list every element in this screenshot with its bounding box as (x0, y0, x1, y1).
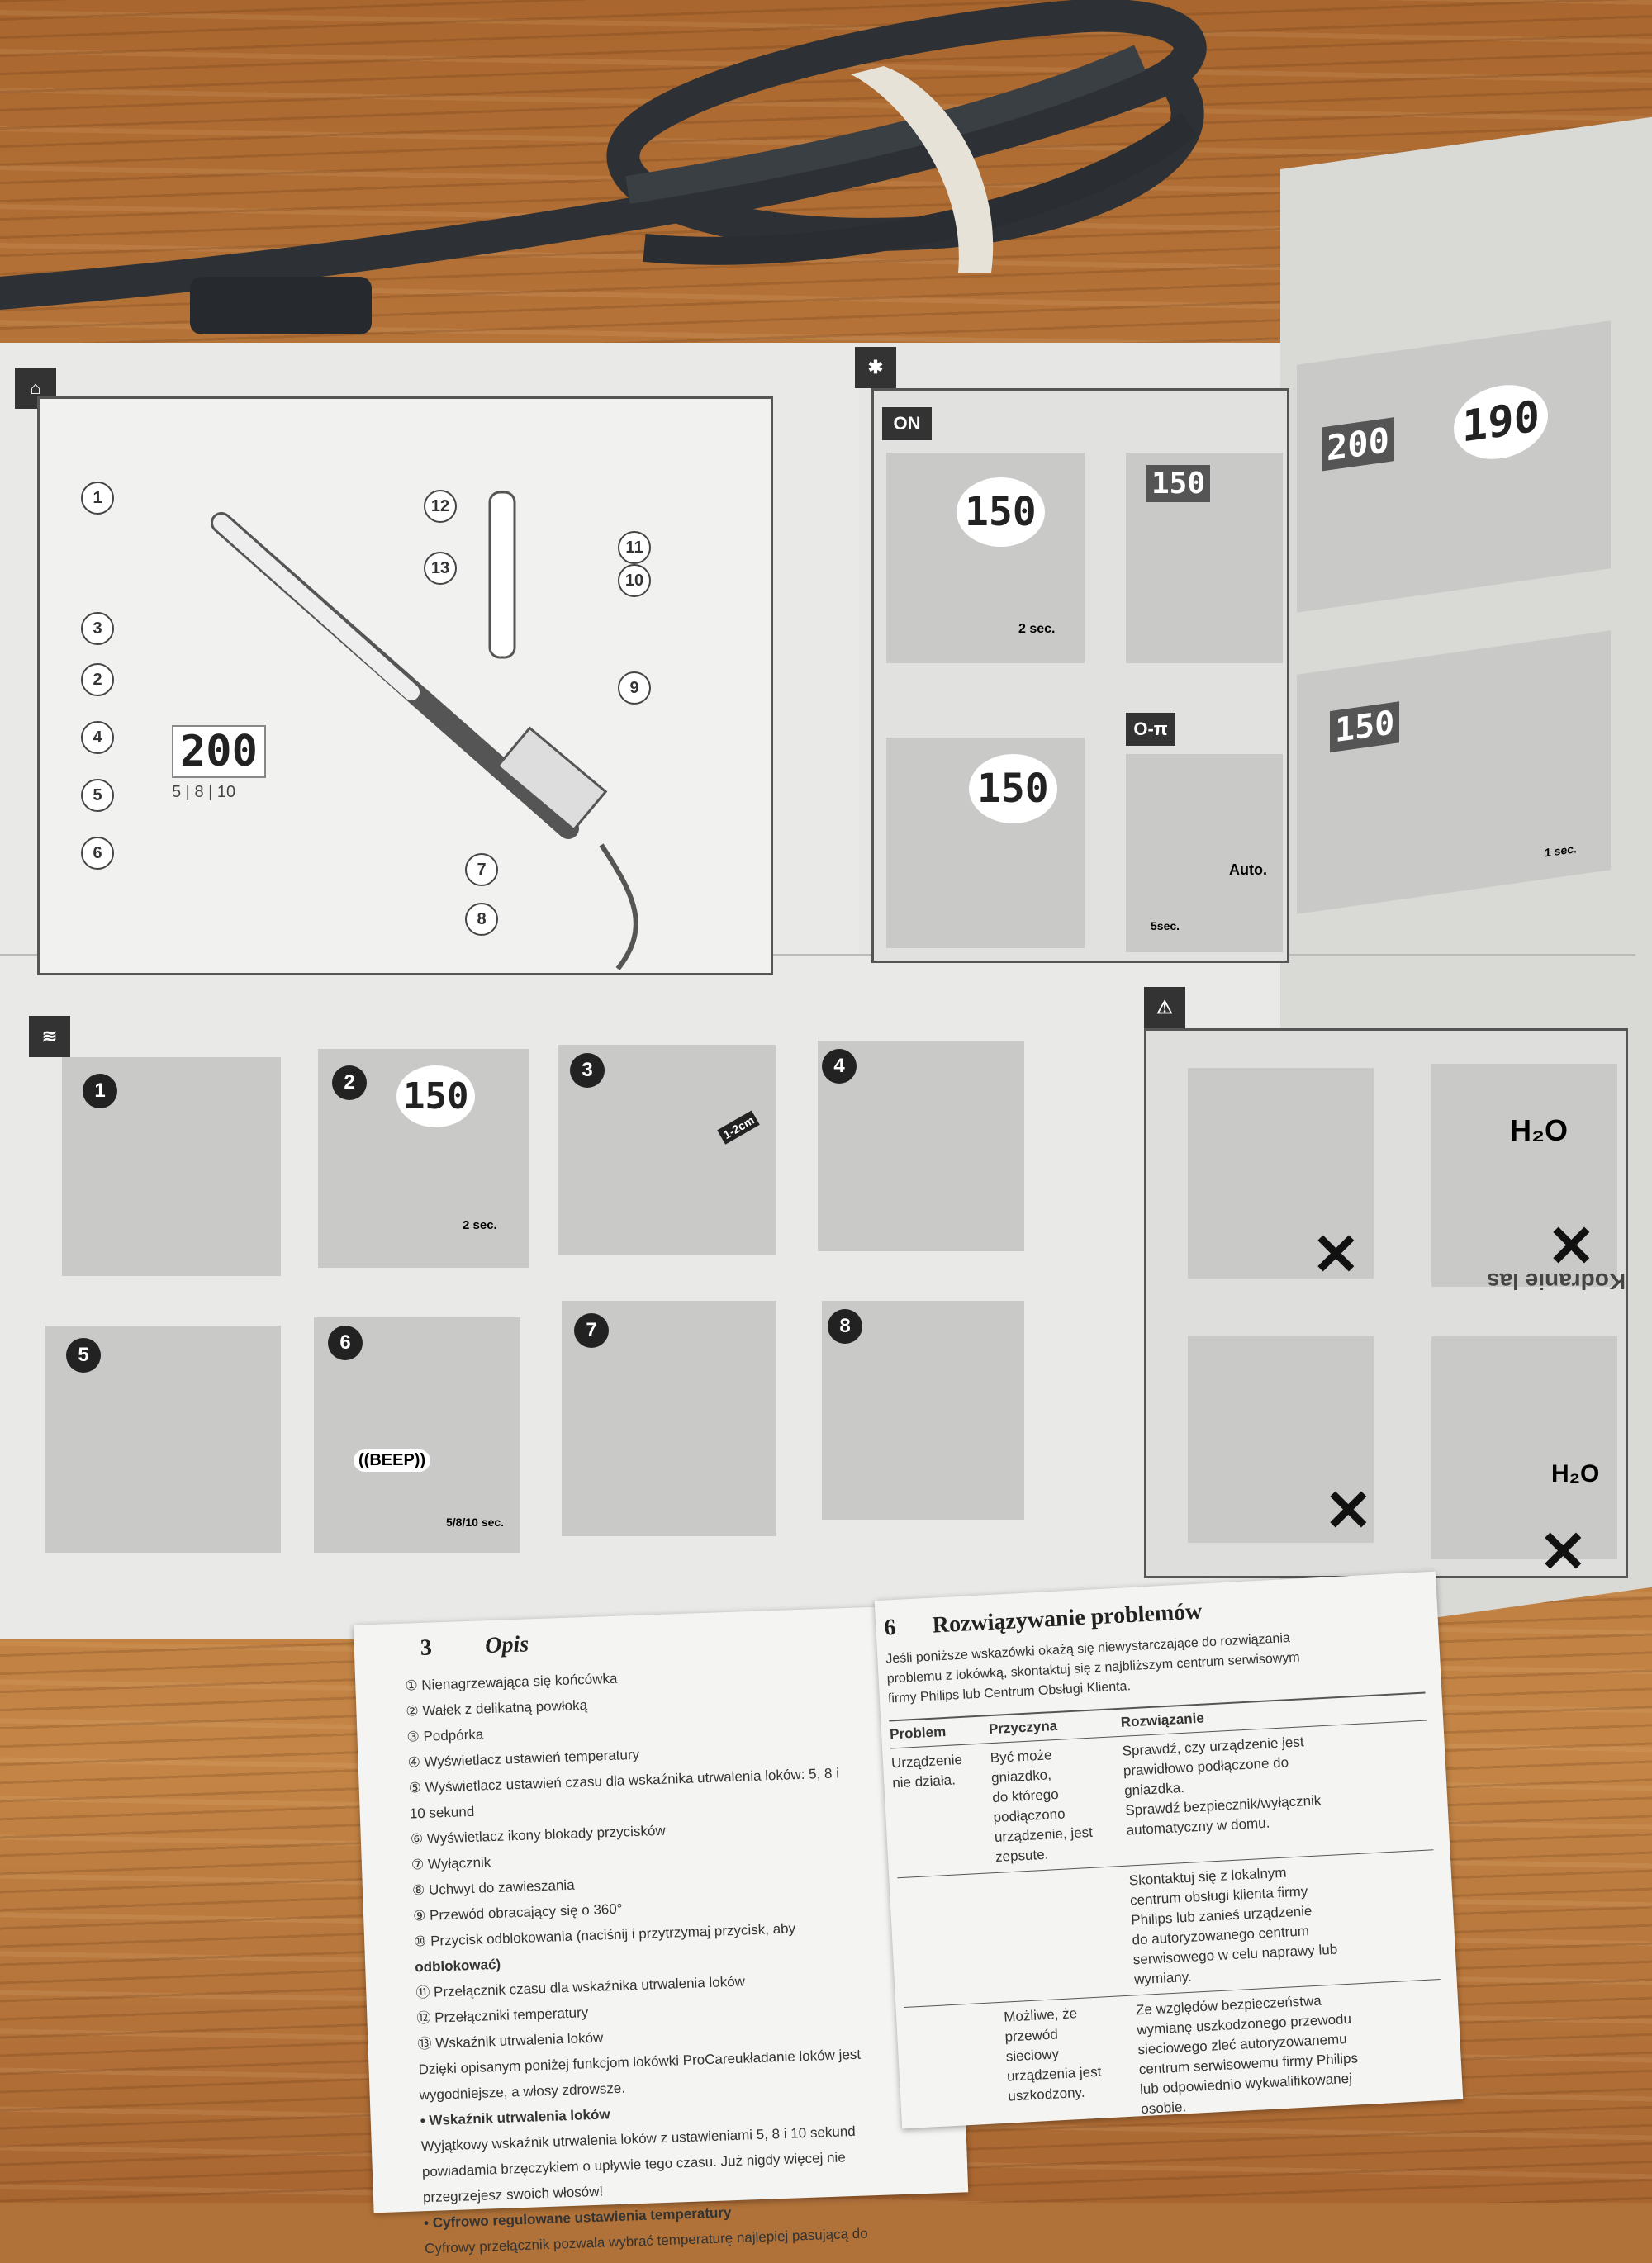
instruction-leaflet: ⌂ 1 2 3 4 5 6 7 8 9 10 11 12 13 200 5 | … (0, 116, 1652, 1640)
step2-timer: 2 sec. (463, 1218, 497, 1232)
problem-line: nie działa. (891, 1772, 957, 1791)
curl-step-4-num: 4 (822, 1049, 857, 1084)
problems-intro: Jeśli poniższe wskazówki okażą się niewy… (885, 1628, 1302, 1709)
curl-step-5-num: 5 (66, 1338, 101, 1373)
operation-icon: ✱ (855, 347, 896, 388)
callout-3: 3 (81, 612, 114, 645)
power-cord (0, 0, 1207, 334)
curl-step-7-num: 7 (574, 1313, 609, 1348)
header-problem: Problem (889, 1723, 947, 1743)
callout-2: 2 (81, 663, 114, 696)
display-150-temp: 150 (969, 754, 1057, 823)
problems-insert: 6 Rozwiązywanie problemów Jeśli poniższe… (874, 1571, 1464, 2137)
curling-panel: 1 2 150 2 sec. 3 1-2cm 4 5 6 ((BEEP)) 5/… (33, 1037, 1049, 1681)
cord-plug (190, 277, 372, 334)
step-down-image: 200 190 (1297, 320, 1611, 613)
step-lock-image (1126, 754, 1283, 952)
h2o-label-2: H₂O (1551, 1460, 1600, 1487)
opis-insert: 3 Opis ① Nienagrzewająca się końcówka ② … (353, 1604, 969, 2256)
warning-water-image (1431, 1064, 1617, 1287)
x-mark-water: ✕ (1547, 1214, 1596, 1279)
curler-diagram (211, 491, 638, 970)
timer-1sec: 1 sec. (1545, 842, 1577, 860)
opis-section-num: 3 (420, 1634, 433, 1661)
step6-beep: ((BEEP)) (354, 1449, 431, 1472)
x-mark-heat: ✕ (1312, 1222, 1360, 1287)
warning-heat-image (1188, 1068, 1374, 1279)
x-mark-wrap: ✕ (1324, 1478, 1373, 1543)
callout-7: 7 (465, 853, 498, 886)
problems-section-num: 6 (883, 1614, 897, 1641)
auto-label: Auto. (1229, 861, 1267, 878)
curl-step-1-num: 1 (83, 1074, 117, 1108)
fold-line (0, 954, 1635, 956)
callout-12: 12 (424, 490, 457, 523)
display-150-on: 150 (957, 477, 1045, 547)
on-label: ON (882, 407, 932, 440)
operation-panel: ON 150 2 sec. 150 150 O-π Auto. 5sec. (871, 388, 1289, 963)
callout-9: 9 (618, 671, 651, 705)
display-200-down: 200 (1322, 417, 1394, 472)
h2o-label: H₂O (1510, 1113, 1568, 1147)
callout-4: 4 (81, 721, 114, 754)
problems-title: Rozwiązywanie problemów (932, 1598, 1203, 1639)
callout-1: 1 (81, 482, 114, 515)
lock-icon: O-π (1126, 713, 1175, 746)
step2-display: 150 (396, 1065, 476, 1127)
warning-icon: ⚠ (1144, 987, 1185, 1028)
callout-10: 10 (618, 564, 651, 597)
curling-icon: ≋ (29, 1016, 70, 1057)
timer-5sec: 5sec. (1151, 919, 1180, 932)
opis-list: ① Nienagrzewająca się końcówka ② Wałek z… (405, 1658, 868, 2261)
mirrored-heading: Kodranie las (1487, 1269, 1626, 1294)
display-190: 190 (1454, 378, 1548, 465)
cord-tie (851, 66, 994, 273)
curl-step-6-num: 6 (328, 1326, 363, 1360)
curl-step-2-num: 2 (332, 1065, 367, 1100)
overview-panel: 1 2 3 4 5 6 7 8 9 10 11 12 13 200 5 | 8 … (37, 396, 773, 975)
problems-table: Problem Przyczyna Rozwiązanie Urządzenie… (889, 1691, 1447, 2137)
header-cause: Przyczyna (988, 1717, 1058, 1738)
warnings-panel: ✕ H₂O ✕ ✕ H₂O ✕ (1144, 1028, 1628, 1584)
callout-13: 13 (424, 552, 457, 585)
display-150-unlock: 150 (1330, 701, 1400, 753)
curl-step-8-num: 8 (828, 1309, 862, 1344)
step6-timer: 5/8/10 sec. (446, 1516, 505, 1529)
callout-11: 11 (618, 531, 651, 564)
callout-8: 8 (465, 903, 498, 936)
display-150-up: 150 (1146, 465, 1211, 502)
temperature-display: 200 (172, 725, 266, 778)
step-unlock-image: 150 1 sec. (1297, 630, 1611, 914)
timer-2sec: 2 sec. (1018, 622, 1056, 636)
x-mark-wet-hair: ✕ (1539, 1520, 1588, 1584)
callout-6: 6 (81, 837, 114, 870)
warning-wrap-image (1188, 1336, 1374, 1543)
curl-step-3-num: 3 (570, 1053, 605, 1088)
opis-title: Opis (484, 1631, 529, 1659)
timer-options: 5 | 8 | 10 (172, 783, 236, 801)
overview-icon: ⌂ (15, 368, 56, 409)
callout-5: 5 (81, 779, 114, 812)
warning-wet-hair-image (1431, 1336, 1617, 1559)
